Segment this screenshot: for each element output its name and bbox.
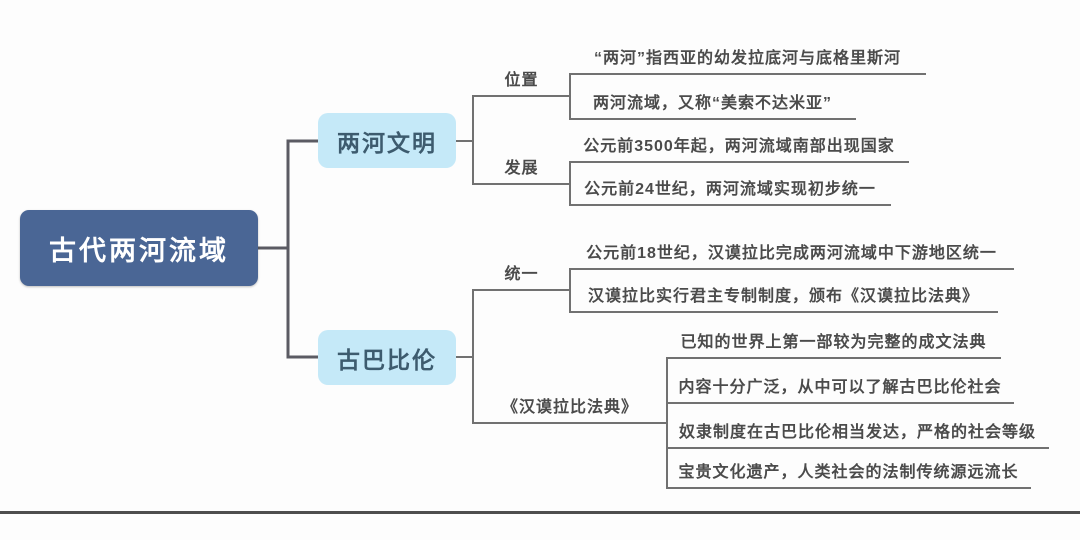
subtopic-development[interactable]: 发展	[504, 160, 539, 177]
root-node-ancient-mesopotamia[interactable]: 古代两河流域	[20, 210, 258, 286]
leaf-hammurabi-unifies-18th-century-bc[interactable]: 公元前18世纪，汉谟拉比完成两河流域中下游地区统一	[586, 245, 997, 262]
subtopic-location[interactable]: 位置	[504, 72, 539, 89]
leaf-precious-legal-heritage[interactable]: 宝贵文化遗产，人类社会的法制传统源远流长	[678, 464, 1019, 481]
leaf-states-appear-3500bc[interactable]: 公元前3500年起，两河流域南部出现国家	[583, 138, 895, 155]
leaf-also-called-mesopotamia[interactable]: 两河流域，又称“美索不达米亚”	[592, 95, 832, 112]
leaf-initial-unification-24th-century-bc[interactable]: 公元前24世纪，两河流域实现初步统一	[584, 181, 876, 198]
leaf-slavery-and-social-hierarchy[interactable]: 奴隶制度在古巴比伦相当发达，严格的社会等级	[678, 424, 1036, 441]
subtopic-unification[interactable]: 统一	[504, 266, 539, 283]
leaf-two-rivers-definition[interactable]: “两河”指西亚的幼发拉底河与底格里斯河	[593, 50, 901, 67]
subtopic-code-of-hammurabi[interactable]: 《汉谟拉比法典》	[501, 399, 638, 416]
branch-node-ancient-babylon[interactable]: 古巴比伦	[318, 330, 456, 385]
bottom-divider-line	[0, 511, 1080, 514]
branch-node-mesopotamian-civilization[interactable]: 两河文明	[318, 113, 456, 168]
leaf-hammurabi-monarchy-and-code[interactable]: 汉谟拉比实行君主专制制度，颁布《汉谟拉比法典》	[587, 288, 979, 305]
leaf-first-complete-written-code[interactable]: 已知的世界上第一部较为完整的成文法典	[680, 334, 987, 351]
leaf-broad-content-babylonian-society[interactable]: 内容十分广泛，从中可以了解古巴比伦社会	[678, 379, 1002, 396]
